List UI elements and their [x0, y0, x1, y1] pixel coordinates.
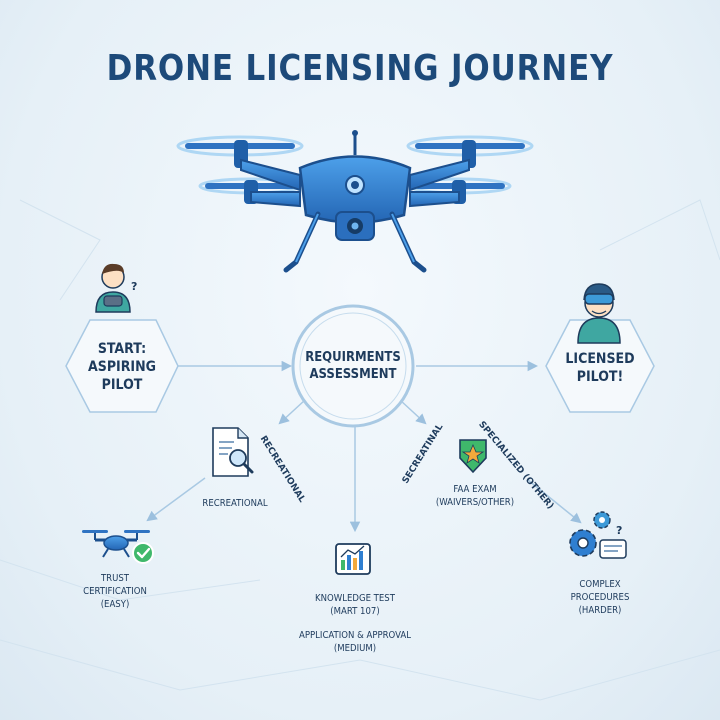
svg-text:?: ?	[131, 280, 137, 293]
document-magnifier-icon	[212, 427, 254, 477]
arrow-to-complex	[527, 479, 582, 524]
chart-monitor-icon	[335, 543, 371, 575]
page-title: DRONE LICENSING JOURNEY	[106, 48, 614, 89]
pilot-with-controller-icon: ?	[95, 263, 137, 313]
quadcopter-drone-icon	[176, 130, 534, 273]
start-node-hexagon	[65, 319, 179, 413]
trust-certification-caption: TRUST CERTIFICATION (EASY)	[83, 573, 147, 610]
licensed-node-hexagon	[545, 319, 655, 413]
recreational-caption: RECREATIONAL	[202, 498, 268, 509]
knowledge-test-caption: KNOWLEDGE TEST (MART 107)	[315, 593, 395, 617]
complex-procedures-caption: COMPLEX PROCEDURES (HARDER)	[570, 579, 630, 616]
small-drone-icon	[82, 530, 150, 558]
background-network	[0, 199, 720, 701]
start-node-label: START: ASPIRING PILOT	[88, 341, 156, 393]
assessment-inner-ring	[299, 312, 407, 420]
arrow-to-trust	[146, 477, 206, 522]
pilot-with-vr-headset-icon	[577, 283, 621, 344]
arrow-to-recreational	[278, 399, 306, 425]
licensed-node-label: LICENSED PILOT!	[565, 351, 635, 385]
assessment-node-label: REQUIRMENTS ASSESSMENT	[305, 350, 401, 382]
assessment-node-circle	[291, 304, 415, 428]
faa-exam-caption: FAA EXAM (WAIVERS/OTHER)	[435, 484, 515, 508]
arrow-to-sectional	[399, 399, 427, 425]
svg-text:?: ?	[616, 524, 622, 537]
star-shield-badge-icon	[459, 439, 487, 474]
application-approval-caption: APPLICATION & APPROVAL (MEDIUM)	[299, 630, 411, 654]
connectors	[146, 360, 582, 533]
check-badge-icon	[132, 542, 154, 564]
gears-settings-icon: ?	[569, 511, 627, 559]
